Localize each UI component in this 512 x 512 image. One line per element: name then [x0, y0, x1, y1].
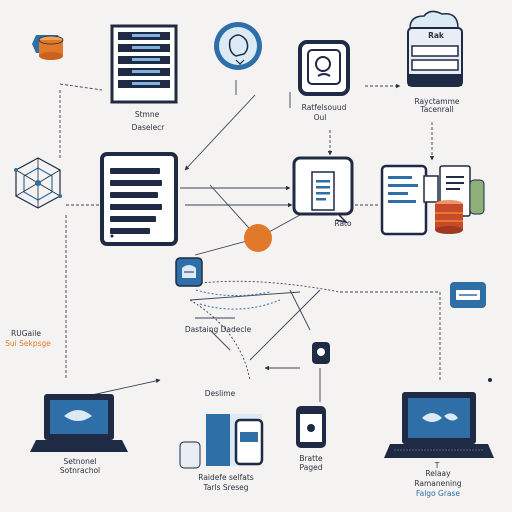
ai-label-2: Oul — [313, 113, 327, 122]
chip-icon — [175, 257, 203, 287]
dot-marker — [110, 234, 114, 238]
center-label-2: Deslime — [204, 389, 236, 398]
laptop-left-label-1: Setnonel — [63, 457, 97, 466]
bottom-mid-label-1: Raidefe selfats — [198, 473, 254, 482]
connector-lines — [59, 80, 441, 431]
database-icon — [32, 35, 64, 60]
cloud-label-2: Tacenrall — [420, 105, 454, 114]
tablet-ai-icon — [298, 40, 350, 96]
small-device-icon — [312, 342, 330, 364]
server-label-1: Stmne — [134, 110, 160, 119]
documents-storage-icon — [380, 164, 485, 236]
laptop-right-label-3: Ramanening — [414, 479, 462, 488]
cloud-badge-label: Rak — [428, 31, 444, 40]
laptop-right-label-1: T — [434, 461, 440, 470]
left-label-1: RUGaile — [11, 329, 41, 338]
laptop-left-label-2: Sotnrachol — [59, 466, 101, 475]
phone-icon — [296, 406, 326, 448]
chat-document-icon — [292, 156, 354, 224]
laptop-right-label-4: Falgo Grase — [415, 489, 461, 498]
bottom-mid-label-2: Tarls Sreseg — [203, 483, 249, 492]
ai-head-icon — [214, 22, 262, 70]
laptop-left-icon — [30, 394, 128, 452]
cloud-server-icon — [407, 10, 463, 87]
server-label-2: Daselecr — [131, 123, 165, 132]
list-panel-icon — [100, 152, 178, 246]
left-label-2: Sui Sekpsge — [5, 339, 51, 348]
server-rack-icon — [110, 24, 178, 104]
laptop-right-label-2: Relaay — [425, 469, 451, 478]
hub-node-icon — [244, 224, 272, 252]
server-phone-icon — [179, 414, 264, 469]
center-label-1: Dastaing Dadecle — [184, 325, 252, 334]
bottom-phone-label-1: Bratte — [299, 454, 323, 463]
wave-lines — [195, 289, 281, 310]
message-card-icon — [450, 282, 486, 308]
network-cube-icon — [14, 157, 62, 209]
doc-tag-label: Rato — [334, 219, 352, 228]
cloud-label-1: Rayctamme — [414, 97, 460, 106]
bottom-phone-label-2: Paged — [299, 463, 323, 472]
laptop-right-icon — [384, 392, 494, 458]
ai-label-1: Ratfelsouud — [301, 103, 347, 112]
dot-marker — [488, 378, 492, 382]
